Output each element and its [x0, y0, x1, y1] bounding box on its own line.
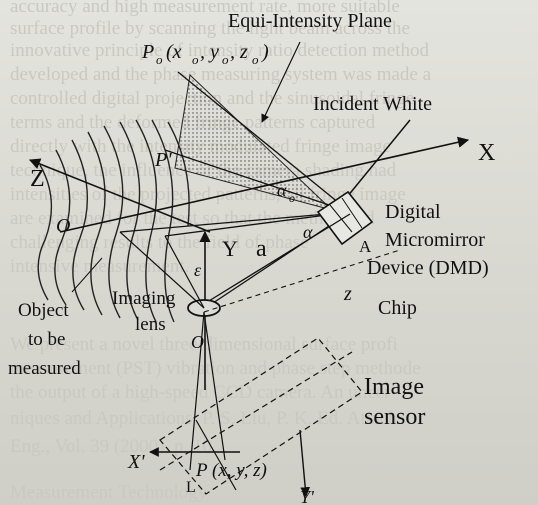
object-label-line2: to be	[28, 329, 65, 350]
po-z: , z	[230, 41, 248, 63]
object-label-line1: Object	[18, 300, 69, 321]
dmd-label-line1: Digital	[385, 201, 441, 223]
plane-leader-line	[261, 41, 301, 123]
imaging-lens-label-line1: Imaging	[112, 288, 176, 309]
image-sensor-plane	[159, 337, 363, 495]
imaging-rays	[119, 231, 226, 471]
po-x-sub: o	[192, 52, 199, 67]
bg-text-line: accuracy and high measurement rate, more…	[10, 0, 400, 17]
point-p-label: P (x, y, z)	[195, 460, 267, 481]
x-axis-label: X	[478, 140, 495, 166]
bg-text-line: the output of a high-speed CCD camera. A…	[10, 382, 391, 403]
bg-text-line: Measurement Technology	[10, 482, 208, 503]
epsilon-label: ε	[194, 260, 202, 280]
z-axis-line	[28, 158, 211, 233]
p-prime-label: P'	[154, 149, 172, 171]
projection-rays	[119, 71, 351, 306]
y-prime-axis	[299, 429, 311, 497]
po-symbol: P	[141, 41, 154, 63]
origin-o-top: O	[56, 215, 70, 237]
po-subscript: o	[156, 52, 163, 67]
alpha-label: α	[303, 222, 313, 242]
alpha-o-subscript: o	[289, 191, 295, 205]
po-z-sub: o	[252, 52, 259, 67]
l-label: L	[186, 479, 196, 496]
bg-text-line: niques and Applications, P. S. Liu, P. K…	[10, 408, 398, 429]
po-open: (x	[166, 41, 182, 63]
z-prime-label: z	[343, 283, 352, 305]
x-prime-label: X'	[127, 451, 145, 473]
y-prime-label: Y'	[300, 487, 315, 505]
incident-white-label: Incident White	[313, 93, 432, 115]
z-axis-label: Z	[30, 166, 45, 192]
image-sensor-label-line1: Image	[364, 374, 424, 400]
origin-o-lens: O	[191, 332, 204, 352]
point-po-label: P o (x o , y o , z o )	[141, 41, 269, 67]
object-surface	[37, 119, 190, 323]
image-sensor-label-line2: sensor	[364, 404, 425, 430]
alpha-o-symbol: α	[277, 180, 287, 200]
equi-intensity-plane-label: Equi-Intensity Plane	[228, 10, 392, 32]
bg-text-line: challenging results to the field of phas…	[10, 232, 309, 253]
po-close: )	[261, 41, 269, 63]
bg-text-line: developed and the phase measuring system…	[10, 64, 432, 85]
dmd-label-line3: Device (DMD)	[367, 257, 489, 279]
object-leader-line	[71, 257, 103, 293]
y-axis-label: Y	[222, 236, 238, 261]
object-label-line3: measured	[8, 358, 81, 379]
equi-intensity-plane	[174, 73, 333, 211]
imaging-lens-label-line2: lens	[135, 314, 166, 335]
point-a-label: A	[359, 237, 372, 256]
bg-text-line: measurement (PST) vibration and phase st…	[10, 358, 421, 379]
po-y: , y	[200, 41, 219, 63]
x-axis-line	[59, 136, 470, 233]
chip-label: Chip	[378, 297, 417, 319]
bg-text-line: innovative principle of intensity ratio …	[10, 40, 429, 61]
dmd-chip	[316, 190, 374, 246]
po-y-sub: o	[222, 52, 229, 67]
baseline-a-label: a	[256, 236, 267, 262]
bg-text-line: surface profile by scanning the light be…	[10, 18, 410, 39]
z-prime-axis	[203, 249, 401, 313]
bg-text-line: We present a novel three-dimensional sur…	[10, 334, 398, 355]
baseline-a	[203, 213, 351, 305]
dmd-label-line2: Micromirror	[385, 229, 485, 251]
